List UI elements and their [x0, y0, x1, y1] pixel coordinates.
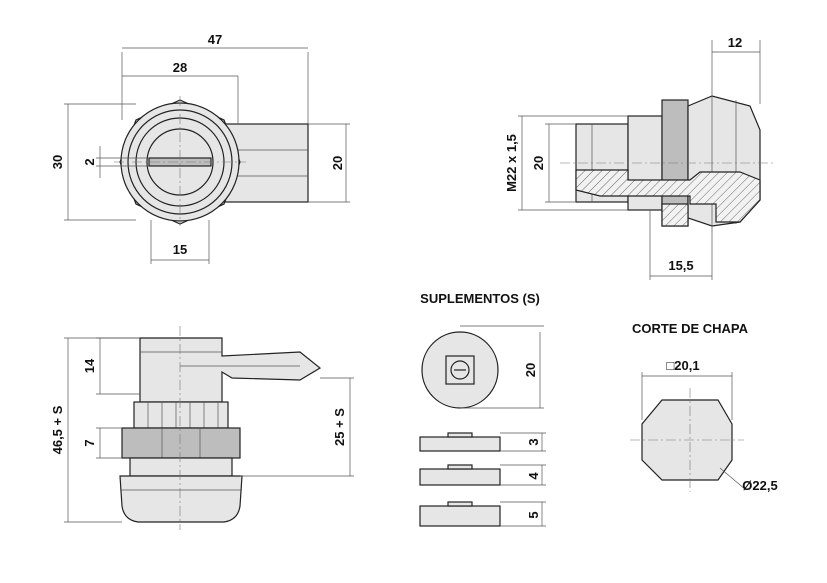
section-hatch: [575, 169, 761, 223]
dim-shim-3: 3: [526, 438, 541, 445]
dim-shim-4: 4: [526, 472, 541, 480]
elevation-base: [119, 475, 243, 523]
shim-3: [419, 436, 501, 452]
dim-20-front: 20: [330, 156, 345, 170]
elevation-handle: [139, 337, 322, 403]
dim-12: 12: [728, 35, 742, 50]
dim-2: 2: [82, 158, 97, 165]
cutout-section: CORTE DE CHAPA □20,1 Ø22,5: [630, 321, 778, 493]
dim-square: □20,1: [666, 358, 699, 373]
dim-7: 7: [82, 439, 97, 446]
dim-47: 47: [208, 32, 222, 47]
dim-15-5: 15,5: [668, 258, 693, 273]
dim-30: 30: [50, 155, 65, 169]
front-view: 47 28 30 2 20 15: [50, 32, 350, 264]
shims-heading: SUPLEMENTOS (S): [420, 291, 540, 306]
elevation-view: 46,5 + S 14 7 25 + S: [50, 326, 354, 530]
dim-shim-20: 20: [523, 363, 538, 377]
shim-5: [419, 505, 501, 527]
dim-14: 14: [82, 358, 97, 373]
cutout-heading: CORTE DE CHAPA: [632, 321, 749, 336]
shim-4: [419, 468, 501, 486]
dim-25-s: 25 + S: [332, 408, 347, 446]
elevation-nut: [121, 427, 241, 459]
dim-diameter: Ø22,5: [742, 478, 777, 493]
dim-thread: M22 x 1,5: [504, 134, 519, 192]
dim-15: 15: [173, 242, 187, 257]
dim-28: 28: [173, 60, 187, 75]
side-section-view: 12 M22 x 1,5 20 15,5: [504, 35, 775, 280]
dim-20-side: 20: [531, 156, 546, 170]
dim-shim-5: 5: [526, 511, 541, 518]
shims-section: SUPLEMENTOS (S) 20 3 4 5: [419, 291, 546, 527]
dim-46-5-s: 46,5 + S: [50, 405, 65, 454]
